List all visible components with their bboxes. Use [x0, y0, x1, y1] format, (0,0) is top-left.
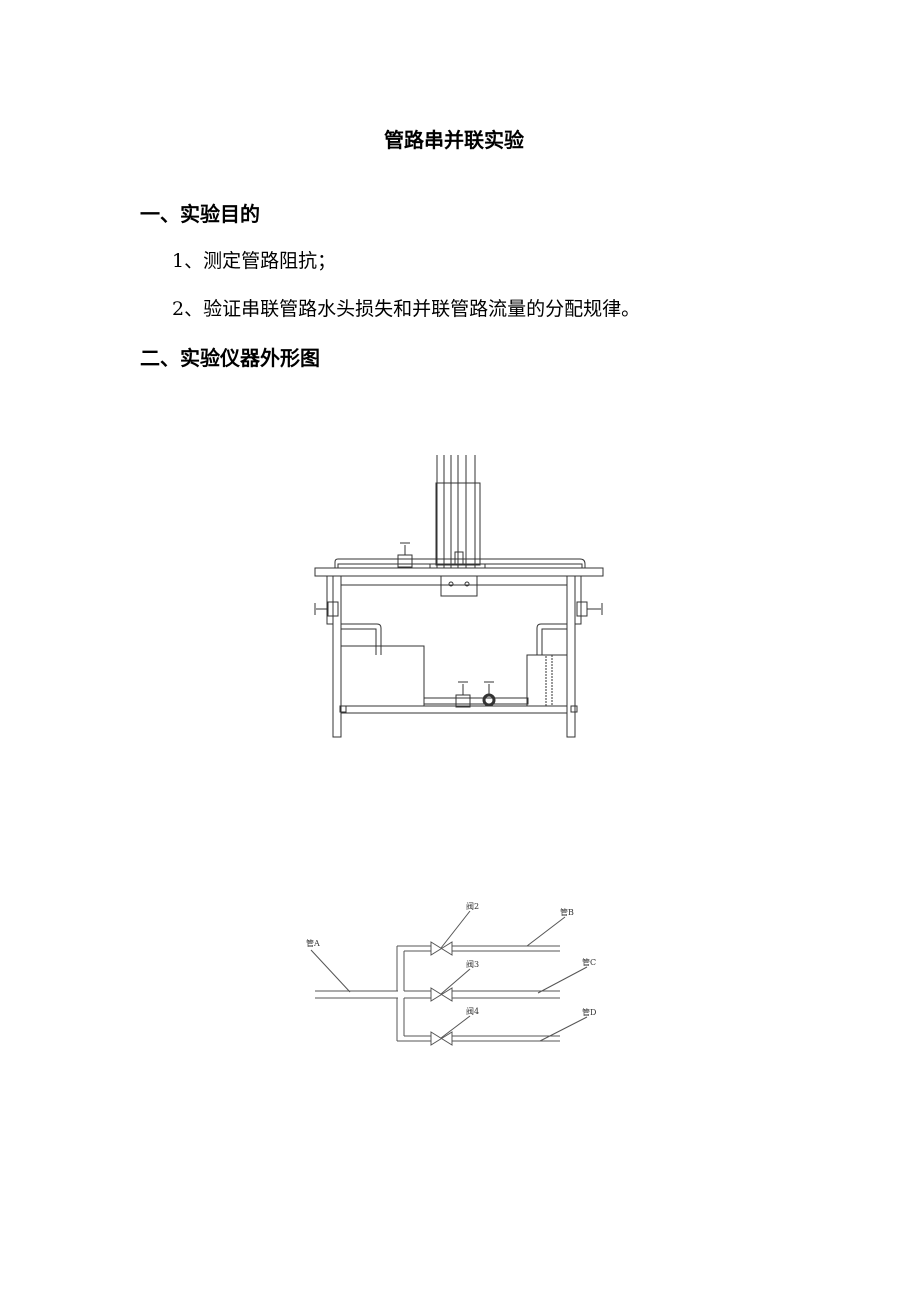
valve-4-icon	[430, 1031, 453, 1046]
valve-2-icon	[430, 941, 453, 956]
pipe-c-label: 管C	[582, 957, 596, 967]
section-heading: 一、实验目的	[140, 202, 260, 226]
list-item: 2、验证串联管路水头损失和并联管路流量的分配规律。	[172, 298, 641, 320]
pipe-network-diagram: 管A 阀2 管B 阀3 管C 阀4 管D	[306, 902, 596, 1046]
pipe-b-label: 管B	[560, 907, 574, 917]
valve-3-icon	[430, 987, 453, 1002]
pipe-d-label: 管D	[582, 1007, 596, 1017]
valve-3-label: 阀3	[466, 960, 479, 969]
pipe-a-label: 管A	[306, 938, 320, 948]
valve-4-label: 阀4	[466, 1007, 479, 1016]
apparatus-drawing	[314, 455, 604, 738]
list-item: 1、测定管路阻抗；	[172, 250, 337, 272]
valve-2-label: 阀2	[466, 902, 479, 911]
section-heading: 二、实验仪器外形图	[140, 346, 320, 370]
page-title: 管路串并联实验	[384, 128, 524, 152]
